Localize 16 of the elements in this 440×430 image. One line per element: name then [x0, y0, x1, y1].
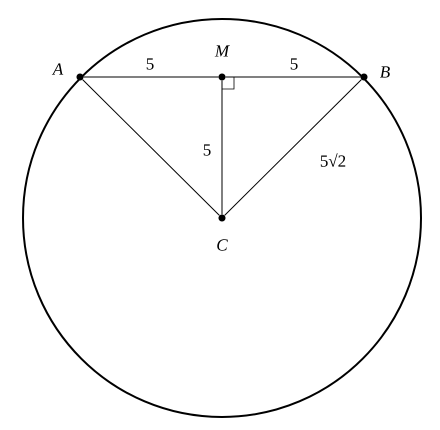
- edge-label: 5√2: [318, 152, 348, 168]
- edge-label: 5: [288, 57, 300, 71]
- node-label: C: [217, 239, 228, 251]
- line-segment: [224, 79, 362, 216]
- node-label: B: [380, 66, 390, 78]
- line-segment: [82, 79, 220, 216]
- line-segment: [225, 76, 361, 78]
- point: M: [214, 45, 230, 80]
- point: B: [360, 66, 390, 80]
- point: C: [217, 214, 228, 251]
- point: A: [52, 63, 84, 80]
- line-segment: [83, 76, 219, 78]
- edge-label: 5: [202, 143, 212, 157]
- edge-label: 5: [144, 57, 156, 71]
- node-label: M: [214, 45, 230, 57]
- node-label: A: [52, 63, 64, 75]
